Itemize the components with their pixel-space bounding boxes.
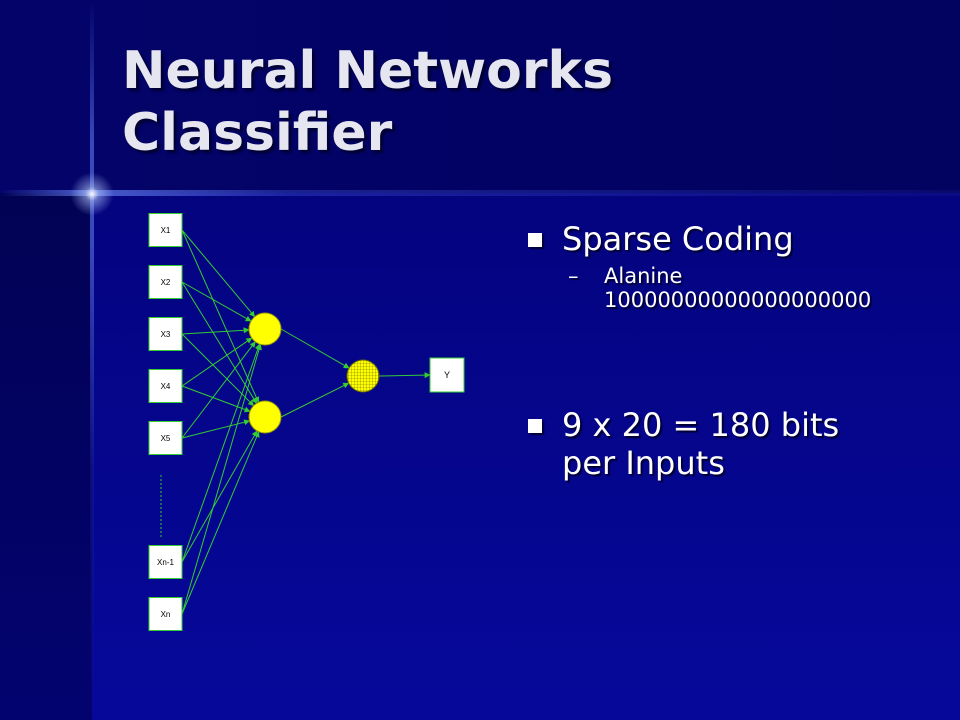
input-box [148, 317, 183, 351]
input-box [148, 597, 183, 631]
sub-bullet-line-1: Alanine [604, 264, 683, 288]
input-label: X4 [161, 382, 171, 391]
vertical-light-line [90, 0, 94, 720]
output-box [429, 357, 465, 393]
input-label: X3 [161, 330, 171, 339]
input-box [148, 421, 183, 455]
output-neuron [346, 359, 380, 393]
connection-x5-hidden-1 [181, 341, 256, 439]
connection-x1-hidden-1 [181, 229, 256, 318]
bullet-2-line-2: per Inputs [562, 444, 725, 482]
lens-flare [70, 172, 114, 216]
bullet-square-icon [528, 233, 542, 247]
output-label: Y [444, 370, 450, 380]
input-node-x2: X2 [148, 265, 183, 299]
title-band [0, 0, 960, 193]
bullet-sparse-coding: Sparse Coding [528, 220, 948, 258]
input-node-x5: X5 [148, 421, 183, 455]
input-node-xn-1: Xn-1 [148, 545, 183, 579]
connection-hidden-2-output [280, 382, 350, 418]
input-node-x3: X3 [148, 317, 183, 351]
connections [181, 229, 431, 615]
connection-x1-hidden-2 [181, 229, 260, 403]
bullet-1-text: Sparse Coding [562, 220, 794, 258]
connection-output-y [378, 372, 431, 379]
input-node-x4: X4 [148, 369, 183, 403]
bullet-square-icon [528, 419, 542, 433]
sub-bullet-line-2: 10000000000000000000 [604, 288, 872, 312]
connection-xn-1-hidden-2 [181, 430, 258, 563]
hidden-node-1 [248, 312, 282, 346]
connection-xn-1-hidden-1 [181, 343, 261, 563]
hidden-node-2 [248, 400, 282, 434]
input-node-x1: X1 [148, 213, 183, 247]
input-box [148, 265, 183, 299]
slide-title: Neural Networks Classifier [122, 40, 822, 164]
connection-xn-hidden-2 [181, 431, 260, 615]
bullet-bits-per-input: 9 x 20 = 180 bits per Inputs [528, 406, 948, 482]
title-line-2: Classifier [122, 103, 393, 163]
input-box [148, 369, 183, 403]
connection-x2-hidden-1 [181, 281, 252, 322]
connection-x2-hidden-2 [181, 281, 258, 404]
bullet-2-line-1: 9 x 20 = 180 bits [562, 406, 840, 444]
title-line-1: Neural Networks [122, 41, 614, 101]
connection-x4-hidden-2 [181, 385, 251, 413]
input-box [148, 213, 183, 247]
input-label: Xn [161, 610, 171, 619]
input-label: X5 [161, 434, 171, 443]
input-label: X1 [161, 226, 171, 235]
input-node-xn: Xn [148, 597, 183, 631]
output-node: Y [429, 357, 465, 393]
input-label: Xn-1 [157, 558, 174, 567]
connection-hidden-1-output [280, 328, 350, 369]
input-label: X2 [161, 278, 171, 287]
input-box [148, 545, 183, 579]
connection-x3-hidden-1 [181, 327, 250, 335]
connection-x4-hidden-1 [181, 337, 253, 387]
dash-icon: – [568, 264, 579, 288]
connection-x5-hidden-2 [181, 419, 251, 439]
sub-bullet-alanine: – Alanine 10000000000000000000 [568, 264, 948, 312]
horizontal-light-line [0, 190, 960, 196]
connection-xn-hidden-1 [181, 343, 262, 615]
bullet-list: Sparse Coding – Alanine 1000000000000000… [528, 220, 948, 482]
